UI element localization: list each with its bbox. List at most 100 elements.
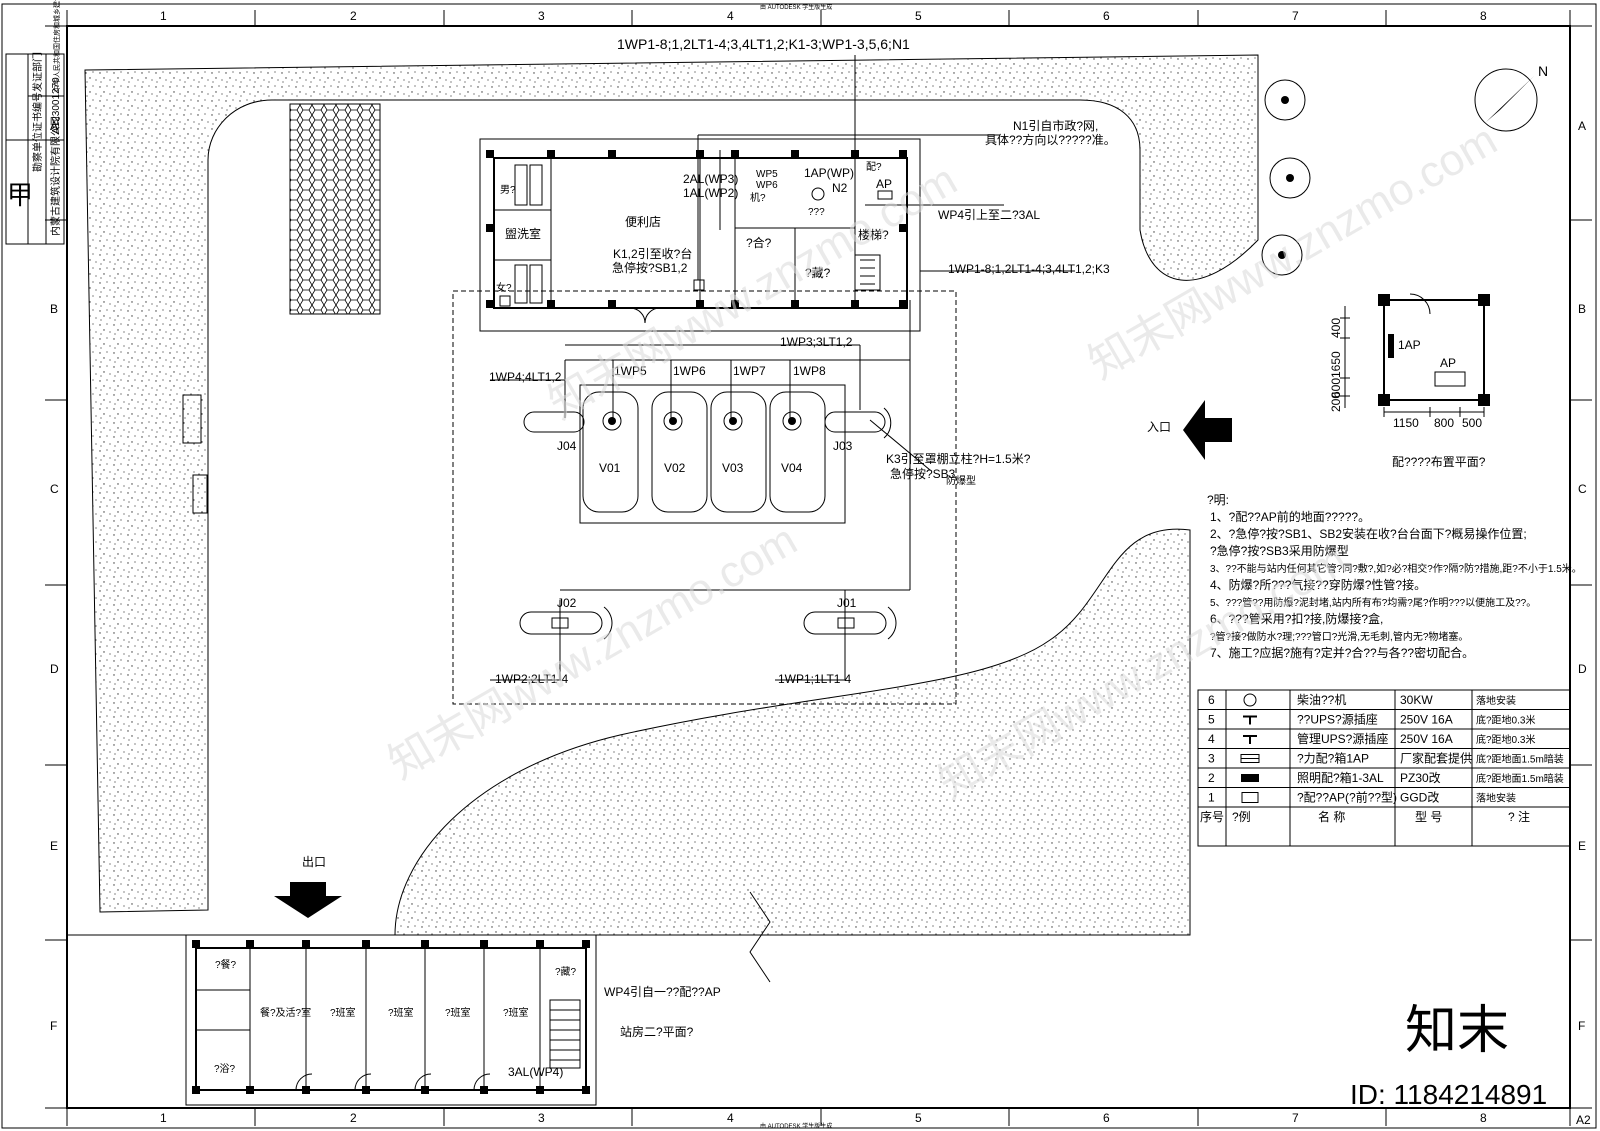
label-wp5: 1WP5	[614, 364, 647, 378]
column-label-bottom: 8	[1480, 1111, 1487, 1125]
label-j02-run: 1WP2;2LT1-4	[495, 672, 568, 686]
room-duty-4: ?班室	[503, 1006, 529, 1019]
label-n1-b: 具体??方向以?????准。	[985, 132, 1116, 147]
inset-ap: AP	[1440, 356, 1456, 370]
room-female: 女?	[496, 281, 512, 294]
label-wp3: 1WP3;3LT1,2	[780, 335, 853, 349]
legend-note: 底?距地面1.5m暗装	[1476, 753, 1564, 766]
room-kitchen: ?餐?	[215, 958, 237, 971]
station-building	[479, 138, 921, 332]
column-label-top: 3	[538, 9, 545, 23]
island-j04: J04	[557, 439, 577, 453]
column-label-bottom: 7	[1292, 1111, 1299, 1125]
label-k3-b: 急停按?SB3	[890, 466, 956, 481]
row-label-left: A	[50, 119, 58, 133]
trees	[1261, 79, 1311, 276]
exit-arrow-icon	[274, 882, 342, 918]
row-label-right: E	[1578, 839, 1586, 853]
column-square	[608, 150, 616, 158]
label-wp5b: WP5	[756, 169, 778, 180]
office-columns	[192, 940, 590, 1094]
column-square	[362, 1086, 370, 1094]
label-1al: 1AL(WP2)	[683, 186, 738, 200]
legend-header: ? 注	[1508, 809, 1530, 824]
office-building	[67, 891, 1190, 1106]
legend-no: 5	[1208, 713, 1215, 727]
legend-name: ?力配?箱1AP	[1297, 751, 1369, 766]
room-store2: ?藏?	[555, 966, 577, 978]
landscape-left-top	[84, 54, 1259, 913]
label-ap-wp: 1AP(WP)	[804, 166, 854, 180]
label-wp8: 1WP8	[793, 364, 826, 378]
room-stairs: 楼梯?	[858, 227, 889, 242]
column-square	[302, 940, 310, 948]
note-line-4: 3、??不能与站内任何其它管?同?敷?,如?必?相交?作?隔?防?措施,距?不小…	[1210, 562, 1582, 575]
dispenser-v04: V04	[781, 461, 803, 475]
sheet-size: A2	[1576, 1113, 1591, 1127]
column-square	[192, 940, 200, 948]
column-square	[486, 150, 494, 158]
column-square	[696, 150, 704, 158]
legend-note: 落地安装	[1476, 792, 1516, 805]
column-label-top: 5	[915, 9, 922, 23]
column-square	[731, 150, 739, 158]
note-line-8: ?管?接?做防水?理;???管口?光滑,无毛刺,管内无?物堵塞。	[1210, 630, 1468, 643]
autodesk-note-top: 由 AUTODESK 学生版生成	[760, 3, 832, 11]
label-k3-c: 防爆型	[946, 474, 976, 487]
column-label-top: 1	[160, 9, 167, 23]
column-label-top: 8	[1480, 9, 1487, 23]
column-square	[192, 1086, 200, 1094]
label-gen: 机?	[750, 191, 766, 204]
entry-arrow-icon	[1183, 400, 1232, 460]
column-square	[731, 300, 739, 308]
inset-room-plan	[1340, 293, 1490, 417]
label-wp6b: WP6	[756, 180, 778, 191]
inset-dim-200: 200	[1329, 392, 1343, 412]
column-square	[421, 1086, 429, 1094]
legend-name: ??UPS?源插座	[1297, 712, 1378, 727]
legend-model: 250V 16A	[1400, 713, 1453, 727]
inset-dim-600: 600	[1329, 378, 1343, 398]
label-wp6: 1WP6	[673, 364, 706, 378]
exit-label: 出口	[302, 855, 326, 869]
legend-note: 底?距地0.3米	[1476, 714, 1535, 727]
column-square	[480, 940, 488, 948]
legend-no: 4	[1208, 732, 1215, 746]
generator-icon	[811, 187, 825, 201]
label-k12-a: K1,2引至收?台	[613, 246, 692, 261]
label-ap: AP	[876, 177, 892, 191]
feeder-lines	[490, 55, 1075, 681]
legend-note: 落地安装	[1476, 694, 1516, 707]
legend-note: 底?距地面1.5m暗装	[1476, 772, 1564, 785]
room-male: 男?	[500, 184, 516, 196]
label-gen-q: ???	[808, 207, 825, 218]
column-label-top: 4	[727, 9, 734, 23]
north-label: N	[1538, 63, 1548, 79]
column-label-bottom: 3	[538, 1111, 545, 1125]
row-label-left: D	[50, 662, 59, 676]
note-line-6: 5、???管??用防爆?泥封堵,站内所有布?均需?尾?作明???以便施工及??。	[1210, 596, 1536, 609]
label-2al: 2AL(WP3)	[683, 172, 738, 186]
label-right-run: 1WP1-8;1,2LT1-4;3,4LT1,2;K3	[948, 262, 1110, 276]
label-j01-run: 1WP1;1LT1-4	[778, 672, 851, 686]
column-square	[480, 1086, 488, 1094]
label-wp7: 1WP7	[733, 364, 766, 378]
column-square	[582, 1086, 590, 1094]
inset-title: 配????布置平面?	[1392, 455, 1486, 469]
title-stamp: 甲 勘察单位 证书编号 发证部门 内蒙古建筑设计院有限公司 A123001270…	[5, 0, 65, 245]
legend-header: 名 称	[1318, 809, 1345, 824]
dispenser-v03: V03	[722, 461, 744, 475]
stamp-row-3: 发证部门	[31, 52, 44, 92]
site-marker-2	[192, 474, 208, 514]
dispenser-v01: V01	[599, 461, 621, 475]
legend-no: 2	[1208, 771, 1215, 785]
watermark-brand: 知末	[1405, 1002, 1509, 1060]
column-square	[536, 1086, 544, 1094]
lighting-box-icon	[1241, 774, 1259, 782]
column-square	[851, 300, 859, 308]
island-j02-label: J02	[557, 596, 577, 610]
